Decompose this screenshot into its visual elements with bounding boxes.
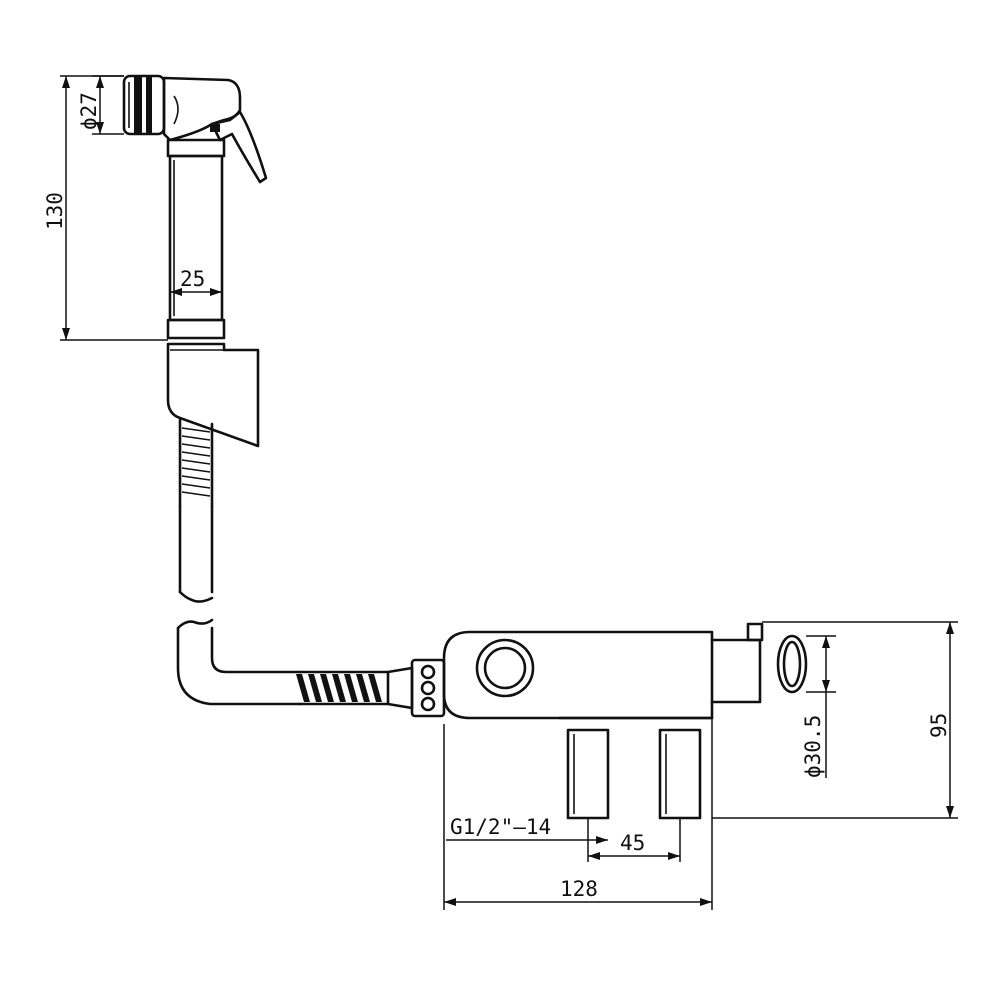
dim-body-length-label: 128 (560, 877, 598, 901)
dim-body-length (443, 718, 713, 910)
hose-braid-upper (178, 418, 214, 508)
trigger-lever (210, 110, 268, 184)
dim-outlet-diameter (806, 635, 836, 778)
spray-head (122, 74, 166, 136)
dim-inlet-spacing (587, 818, 681, 862)
dim-handle-length-label: 130 (43, 192, 67, 230)
dim-body-height-label: 95 (927, 713, 951, 738)
wall-holder (166, 342, 260, 448)
dim-handle-width (170, 288, 222, 296)
handle (166, 138, 226, 340)
head-body (162, 76, 242, 142)
hose (176, 418, 414, 710)
hex-nut (410, 658, 446, 718)
valve-body (442, 622, 808, 820)
dim-handle-length (60, 75, 168, 341)
hose-braid-lower (296, 670, 390, 706)
dim-inlet-spacing-label: 45 (620, 831, 645, 855)
dim-thread-label: G1/2"–14 (450, 815, 551, 839)
inlet-legs (558, 716, 714, 820)
dim-handle-width-label: 25 (180, 267, 205, 291)
dim-body-height (712, 621, 958, 819)
hand-shower (122, 74, 268, 340)
dim-thread (446, 836, 608, 844)
dim-head-diameter-label: ϕ27 (77, 92, 101, 130)
dim-outlet-diameter-label: ϕ30.5 (801, 715, 825, 778)
